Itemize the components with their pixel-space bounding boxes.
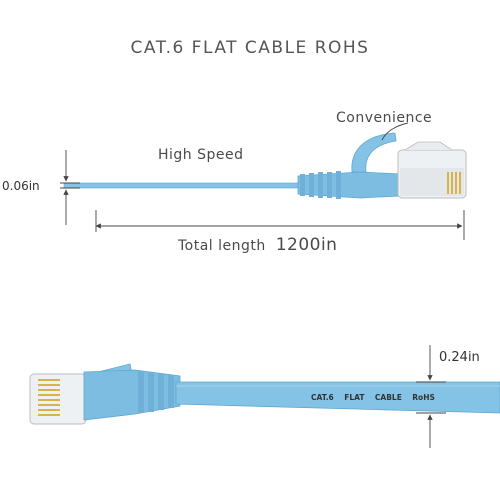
bottom-boot bbox=[83, 369, 181, 421]
top-cable bbox=[63, 122, 467, 199]
bottom-rj45-connector bbox=[29, 373, 87, 425]
length-dimension bbox=[95, 210, 465, 240]
bottom-cable-jacket bbox=[175, 381, 500, 414]
jacket-print: CAT.6 FLAT CABLE RoHS bbox=[311, 393, 435, 402]
high-speed-label: High Speed bbox=[158, 147, 244, 163]
top-cable-jacket bbox=[63, 182, 305, 189]
thickness-dimension bbox=[60, 150, 80, 225]
total-length-label: Total length bbox=[178, 238, 266, 254]
width-dimension bbox=[416, 345, 446, 448]
top-latch bbox=[351, 132, 397, 173]
convenience-pointer bbox=[381, 122, 409, 141]
bottom-cable: CAT.6 FLAT CABLE RoHS bbox=[29, 363, 500, 425]
product-title: CAT.6 FLAT CABLE ROHS bbox=[130, 38, 370, 58]
top-rj45-connector bbox=[397, 141, 467, 199]
width-label: 0.24in bbox=[439, 350, 480, 365]
top-boot bbox=[297, 132, 401, 199]
total-length-caption: Total length 1200in bbox=[178, 235, 337, 255]
convenience-label: Convenience bbox=[336, 110, 433, 126]
total-length-value: 1200in bbox=[275, 235, 338, 255]
thickness-label: 0.06in bbox=[2, 179, 40, 193]
